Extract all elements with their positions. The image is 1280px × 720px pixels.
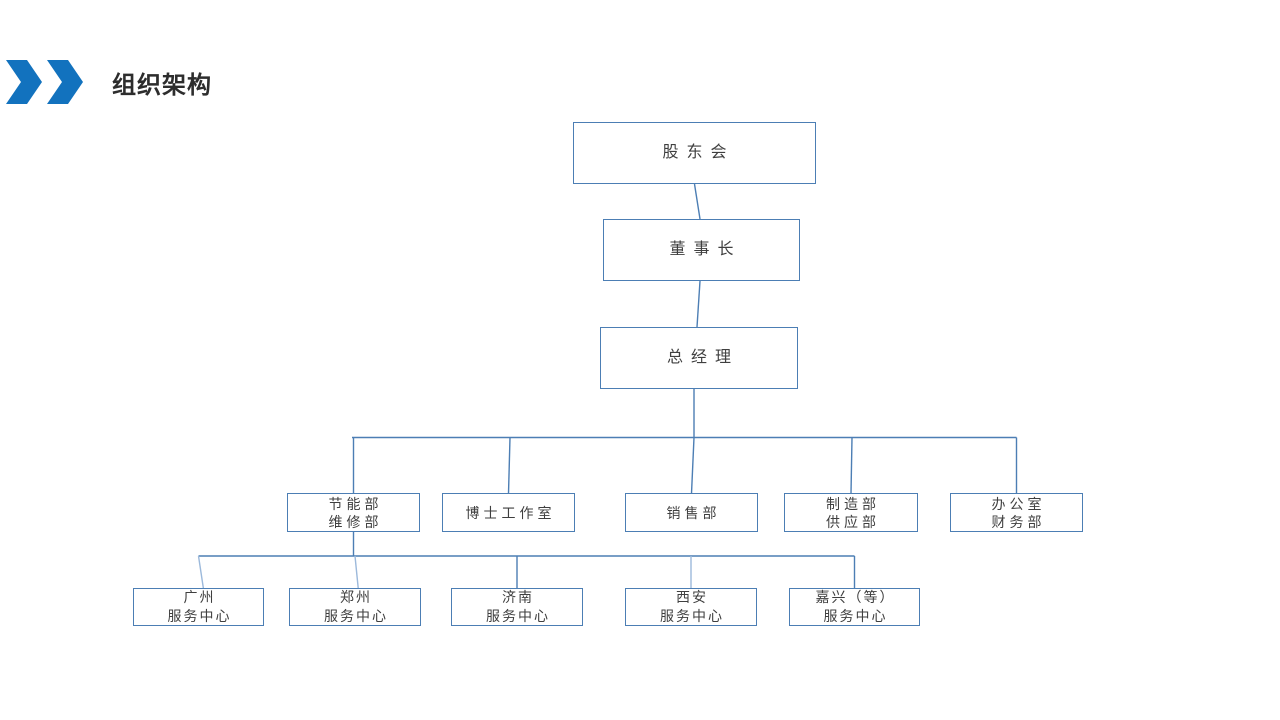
org-node-zhengzhou-service-center: 郑州 服务中心 xyxy=(289,588,421,626)
org-node-label: 服务中心 xyxy=(486,608,550,624)
org-node-label: 财务部 xyxy=(991,513,1046,530)
org-node-label: 服务中心 xyxy=(324,608,388,624)
org-node-label: 办公室 xyxy=(991,495,1046,512)
org-node-jinan-service-center: 济南 服务中心 xyxy=(451,588,583,626)
org-node-label: 销售部 xyxy=(666,504,721,521)
org-node-label: 服务中心 xyxy=(660,608,724,624)
org-node-xian-service-center: 西安 服务中心 xyxy=(625,588,757,626)
org-node-energy-maintenance-dept: 节能部 维修部 xyxy=(287,493,420,532)
org-node-label: 节能部 xyxy=(328,495,383,512)
org-node-label: 供应部 xyxy=(826,513,880,530)
org-node-sales-dept: 销售部 xyxy=(625,493,758,532)
org-node-doctor-studio: 博士工作室 xyxy=(442,493,575,532)
org-node-jiaxing-service-center: 嘉兴（等） 服务中心 xyxy=(789,588,920,626)
org-node-guangzhou-service-center: 广州 服务中心 xyxy=(133,588,264,626)
page-title: 组织架构 xyxy=(112,72,212,99)
org-node-label: 嘉兴（等） xyxy=(815,589,896,605)
org-node-label: 维修部 xyxy=(328,513,383,530)
org-node-label: 广州 xyxy=(183,589,216,605)
slide-header: 组织架构 xyxy=(0,0,1280,120)
org-node-label: 股东会 xyxy=(662,144,735,161)
org-node-label: 总经理 xyxy=(666,349,739,366)
org-node-chairman: 董事长 xyxy=(603,219,800,281)
double-chevron-right-icon xyxy=(6,60,83,104)
org-node-label: 服务中心 xyxy=(823,608,888,624)
org-node-label: 制造部 xyxy=(826,495,880,512)
org-node-label: 西安 xyxy=(676,589,708,605)
org-node-manufacturing-supply-dept: 制造部 供应部 xyxy=(784,493,918,532)
org-node-office-finance-dept: 办公室 财务部 xyxy=(950,493,1083,532)
org-node-shareholders-meeting: 股东会 xyxy=(573,122,816,184)
org-node-label: 博士工作室 xyxy=(465,504,556,521)
org-node-label: 济南 xyxy=(502,589,534,605)
org-node-general-manager: 总经理 xyxy=(600,327,798,389)
org-node-label: 董事长 xyxy=(669,241,742,258)
org-node-label: 郑州 xyxy=(340,589,372,605)
org-node-label: 服务中心 xyxy=(167,608,232,624)
